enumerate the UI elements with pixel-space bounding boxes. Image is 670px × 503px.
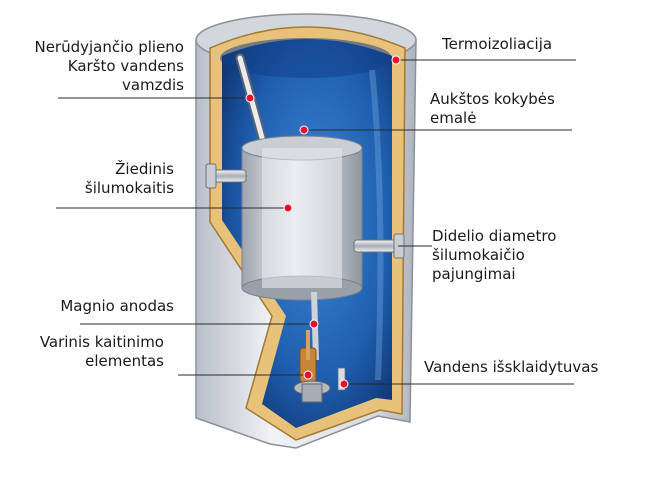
- label-diffuser: Vandens išsklaidytuvas: [424, 358, 598, 377]
- label-steel-pipe: Nerūdyjančio plieno Karšto vandens vamzd…: [34, 38, 184, 95]
- label-connections: Didelio diametro šilumokaičio pajungimai: [432, 227, 556, 284]
- label-ring-exchanger: Žiedinis šilumokaitis: [85, 160, 174, 198]
- ring-exchanger-graphic: [242, 136, 362, 300]
- label-magnesium-anode: Magnio anodas: [60, 297, 174, 316]
- label-insulation: Termoizoliacija: [442, 35, 552, 54]
- label-copper-element: Varinis kaitinimo elementas: [40, 333, 164, 371]
- label-enamel: Aukštos kokybės emalė: [430, 90, 555, 128]
